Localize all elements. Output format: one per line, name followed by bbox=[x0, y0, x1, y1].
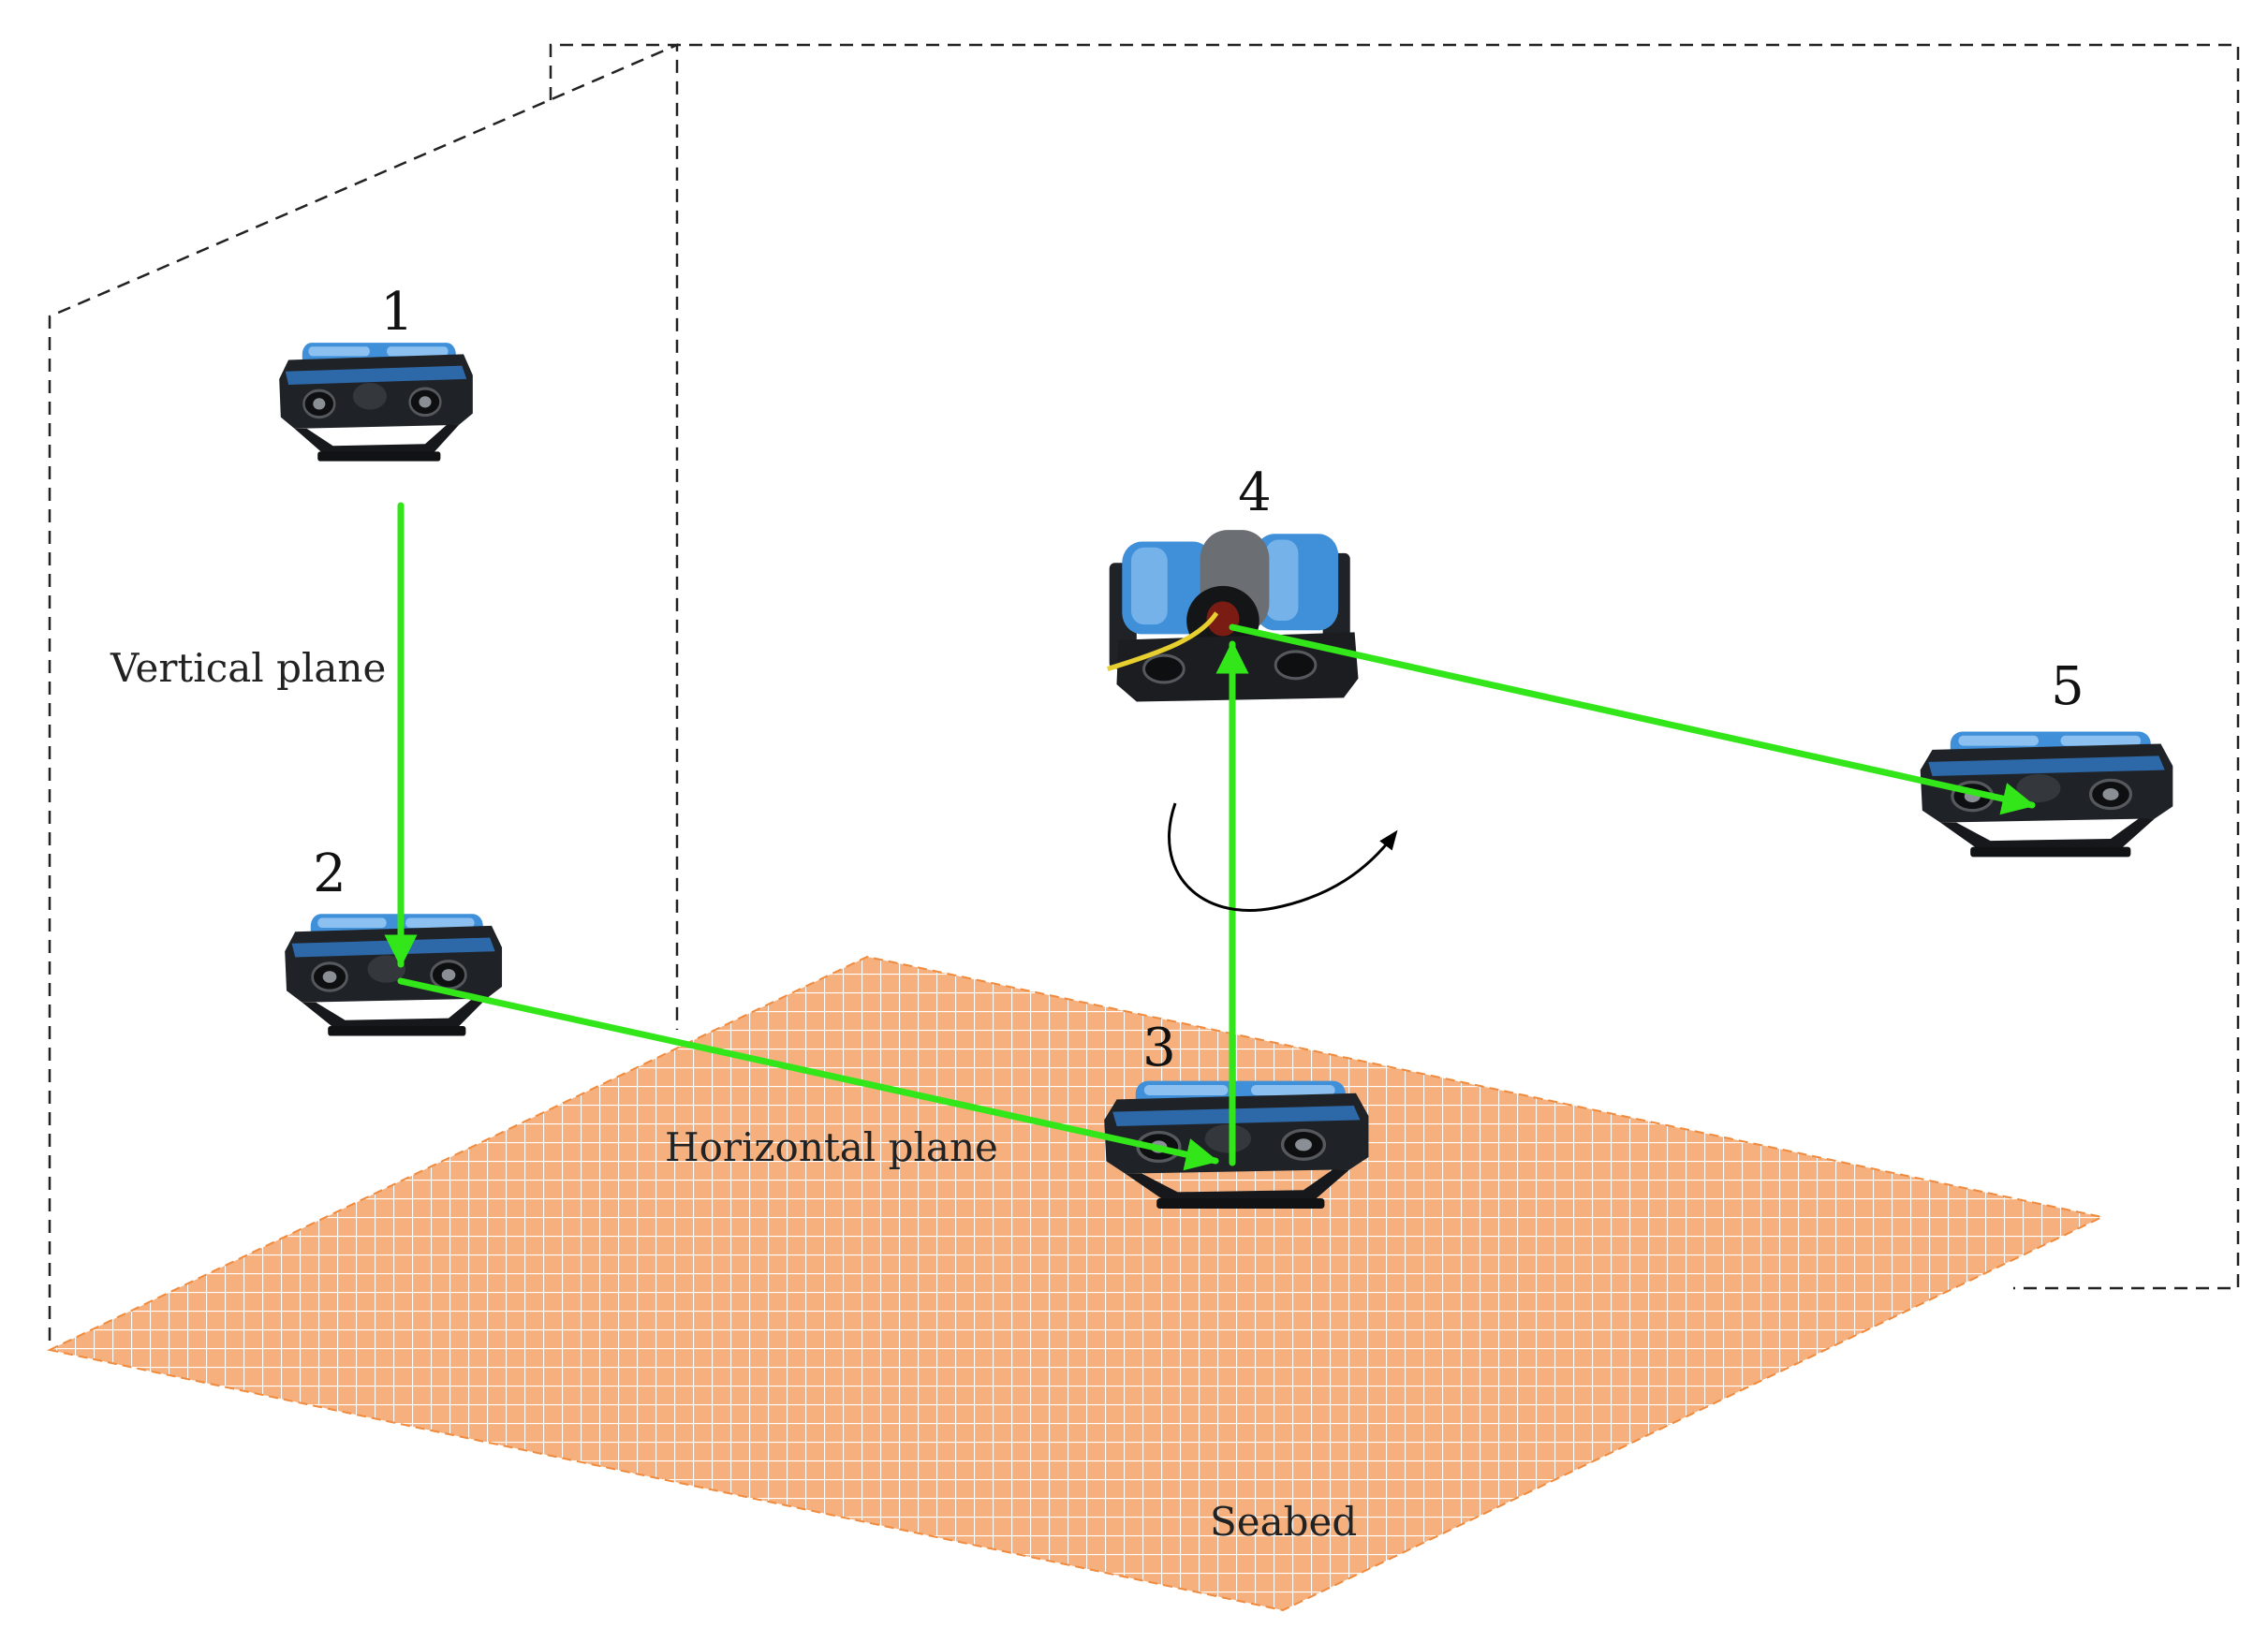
trajectory-path bbox=[384, 502, 2036, 1171]
position-number-1: 1 bbox=[380, 282, 414, 343]
path-segment-4-5 bbox=[1229, 623, 2036, 815]
vertical-plane-outline bbox=[48, 43, 679, 1341]
path-segment-2-3 bbox=[397, 977, 1219, 1171]
seabed-label: Seabed bbox=[1210, 1499, 1357, 1545]
rotation-arrow-icon bbox=[1168, 802, 1398, 912]
position-number-5: 5 bbox=[2051, 656, 2084, 717]
position-number-3: 3 bbox=[1142, 1018, 1176, 1078]
back-plane-outline bbox=[549, 43, 2240, 1290]
position-number-2: 2 bbox=[313, 843, 346, 904]
position-number-4: 4 bbox=[1238, 462, 1272, 523]
rov-icon-1 bbox=[277, 341, 475, 463]
seabed-plane bbox=[46, 955, 2106, 1612]
horizontal-plane-label: Horizontal plane bbox=[665, 1124, 998, 1170]
rov-icon-2 bbox=[283, 912, 504, 1038]
vertical-plane-label: Vertical plane bbox=[110, 645, 386, 691]
rov-icon-5 bbox=[1919, 729, 2174, 859]
